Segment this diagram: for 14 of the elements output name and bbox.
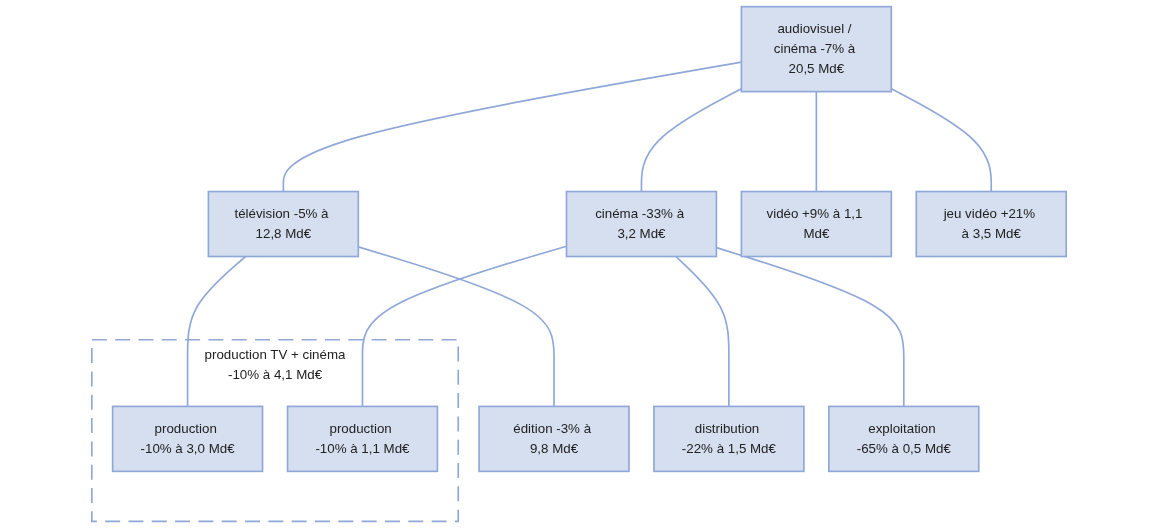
node-box: audiovisuel / cinéma -7% à 20,5 Md€ — [740, 5, 893, 93]
node-box: télévision -5% à 12,8 Md€ — [207, 190, 360, 258]
node-box: production -10% à 3,0 Md€ — [111, 405, 264, 473]
connector — [675, 255, 730, 408]
node-box: jeu vidéo +21% à 3,5 Md€ — [915, 190, 1068, 258]
connector — [890, 87, 993, 193]
node-box: cinéma -33% à 3,2 Md€ — [565, 190, 718, 258]
node-box: vidéo +9% à 1,1 Md€ — [740, 190, 893, 258]
connector — [186, 255, 247, 408]
node-box: exploitation -65% à 0,5 Md€ — [828, 405, 980, 473]
connector — [815, 90, 818, 193]
node-box: édition -3% à 9,8 Md€ — [478, 405, 630, 473]
node-box: production -10% à 1,1 Md€ — [286, 405, 439, 473]
node-box: distribution -22% à 1,5 Md€ — [653, 405, 805, 473]
